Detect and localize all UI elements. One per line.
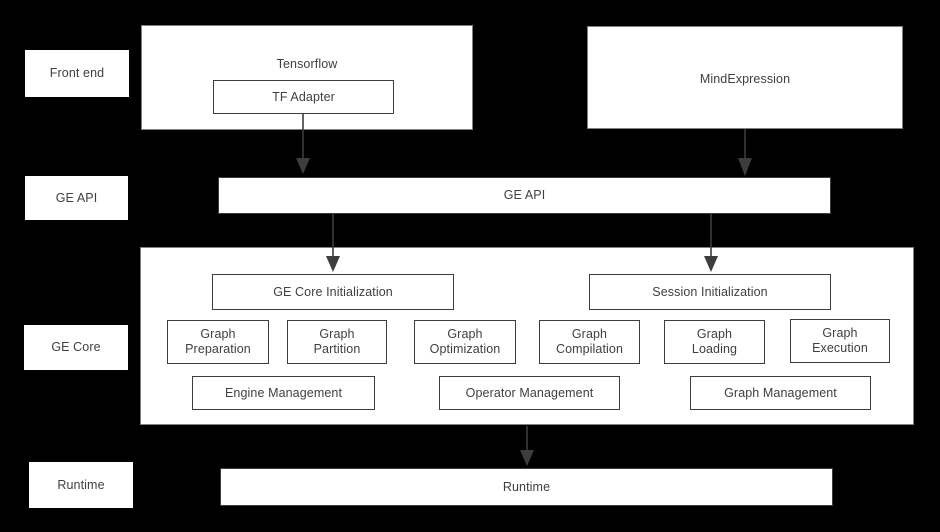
graph-preparation-box[interactable]: Graph Preparation [167,320,269,364]
layer-label-ge-core: GE Core [24,325,128,370]
layer-label-front-end: Front end [25,50,129,97]
layer-label-ge-api-text: GE API [55,190,98,205]
tensorflow-title: Tensorflow [276,57,338,71]
runtime-bar[interactable]: Runtime [220,468,833,506]
layer-label-front-end-text: Front end [49,66,105,81]
graph-execution-label: Graph Execution [812,326,868,355]
graph-preparation-label: Graph Preparation [185,327,251,356]
graph-partition-box[interactable]: Graph Partition [287,320,387,364]
graph-optimization-label: Graph Optimization [429,327,501,356]
tf-adapter-box[interactable]: TF Adapter [213,80,394,114]
mindexpression-panel[interactable]: MindExpression [587,26,903,129]
tf-adapter-label: TF Adapter [272,89,335,104]
layer-label-ge-api: GE API [25,176,128,220]
graph-loading-label: Graph Loading [691,327,738,356]
graph-compilation-label: Graph Compilation [555,327,624,356]
layer-label-ge-core-text: GE Core [51,340,101,355]
layer-label-runtime: Runtime [29,462,133,508]
ge-api-bar-label: GE API [503,188,546,203]
ge-core-initialization-label: GE Core Initialization [273,284,393,299]
graph-partition-label: Graph Partition [313,327,361,356]
graph-execution-box[interactable]: Graph Execution [790,319,890,363]
layer-label-runtime-text: Runtime [57,477,105,492]
runtime-bar-label: Runtime [502,479,551,494]
graph-management-label: Graph Management [724,385,837,400]
graph-loading-box[interactable]: Graph Loading [664,320,765,364]
ge-api-bar[interactable]: GE API [218,177,831,214]
graph-optimization-box[interactable]: Graph Optimization [414,320,516,364]
session-initialization-label: Session Initialization [652,284,768,299]
ge-core-initialization-box[interactable]: GE Core Initialization [212,274,454,310]
graph-compilation-box[interactable]: Graph Compilation [539,320,640,364]
operator-management-label: Operator Management [465,385,594,400]
operator-management-box[interactable]: Operator Management [439,376,620,410]
graph-management-box[interactable]: Graph Management [690,376,871,410]
engine-management-box[interactable]: Engine Management [192,376,375,410]
engine-management-label: Engine Management [224,385,343,400]
mindexpression-title: MindExpression [699,72,791,86]
session-initialization-box[interactable]: Session Initialization [589,274,831,310]
